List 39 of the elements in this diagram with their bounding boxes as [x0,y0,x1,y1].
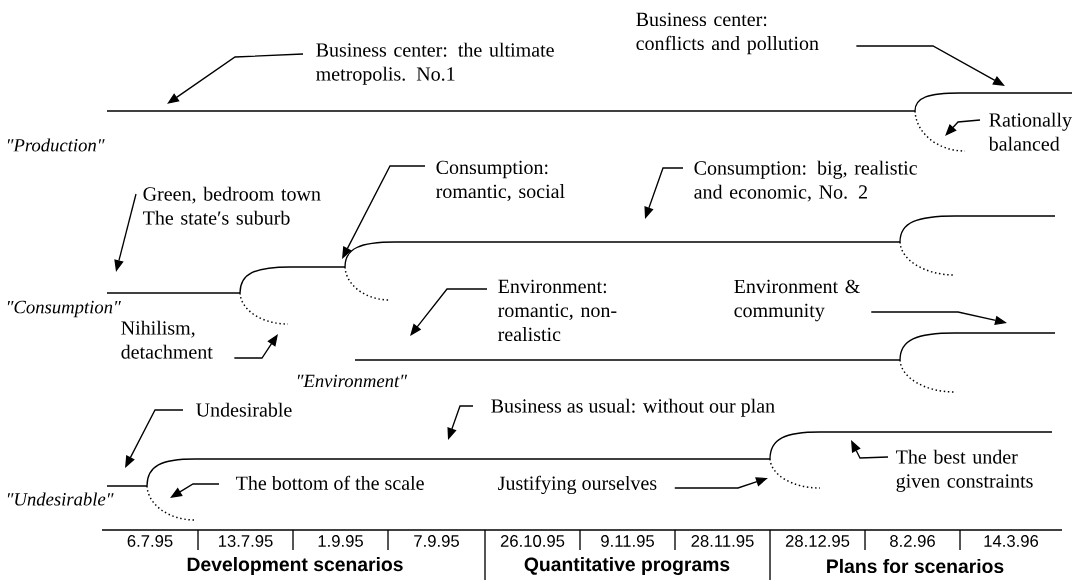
leader-arrow [170,483,220,498]
row-label: ″Environment″ [297,374,408,388]
row-label: ″Undesirable″ [7,492,114,506]
leader-arrow [167,53,304,104]
date-label: 7.9.95 [414,535,459,547]
phase-heading: Quantitative programs [524,556,730,576]
phase-heading: Development scenarios [187,557,403,575]
callout-text: Consumption: romantic, social [436,160,565,201]
leader-arrow [233,334,278,359]
phase-heading: Plans for scenarios [827,558,1004,574]
date-label: 28.11.95 [691,535,754,547]
callout-text: The best under given constraints [896,449,1033,492]
callout-text: Justifying ourselves [498,475,657,495]
date-label: 13.7.95 [219,535,273,547]
callout-text: Business as usual: without our plan [491,398,775,417]
leader-arrow [410,288,488,336]
callout-text: Environment & community [734,279,860,322]
leader-arrow [342,165,426,259]
row-label: ″Production″ [7,138,105,152]
date-label: 28.12.95 [785,535,850,547]
leader-arrow [945,119,981,136]
callout-text: The bottom of the scale [236,475,424,490]
date-label: 1.9.95 [318,535,363,547]
date-label: 26.10.95 [500,535,565,547]
leader-arrow [125,409,184,468]
callout-text: Business center: conflicts and pollution [636,12,819,55]
callout-text: Business center: the ultimate metropolis. No.1 [316,42,554,85]
date-label: 9.11.95 [601,535,654,547]
date-label: 8.2.96 [890,535,935,547]
date-label: 6.7.95 [127,535,173,547]
callout-text: Rationally balanced [988,112,1072,151]
callout-text: Nihilism, detachment [121,320,213,359]
leader-arrow [855,45,1005,86]
callout-text: Undesirable [196,402,292,417]
date-label: 14.3.96 [984,535,1039,547]
callout-text: Green, bedroom town The state′s suburb [143,186,321,225]
callout-text: Environment: romantic, non-realistic [498,279,617,342]
callout-text: Consumption: big, realistic and economic, No. 2 [694,160,917,202]
row-label: ″Consumption″ [7,300,121,318]
